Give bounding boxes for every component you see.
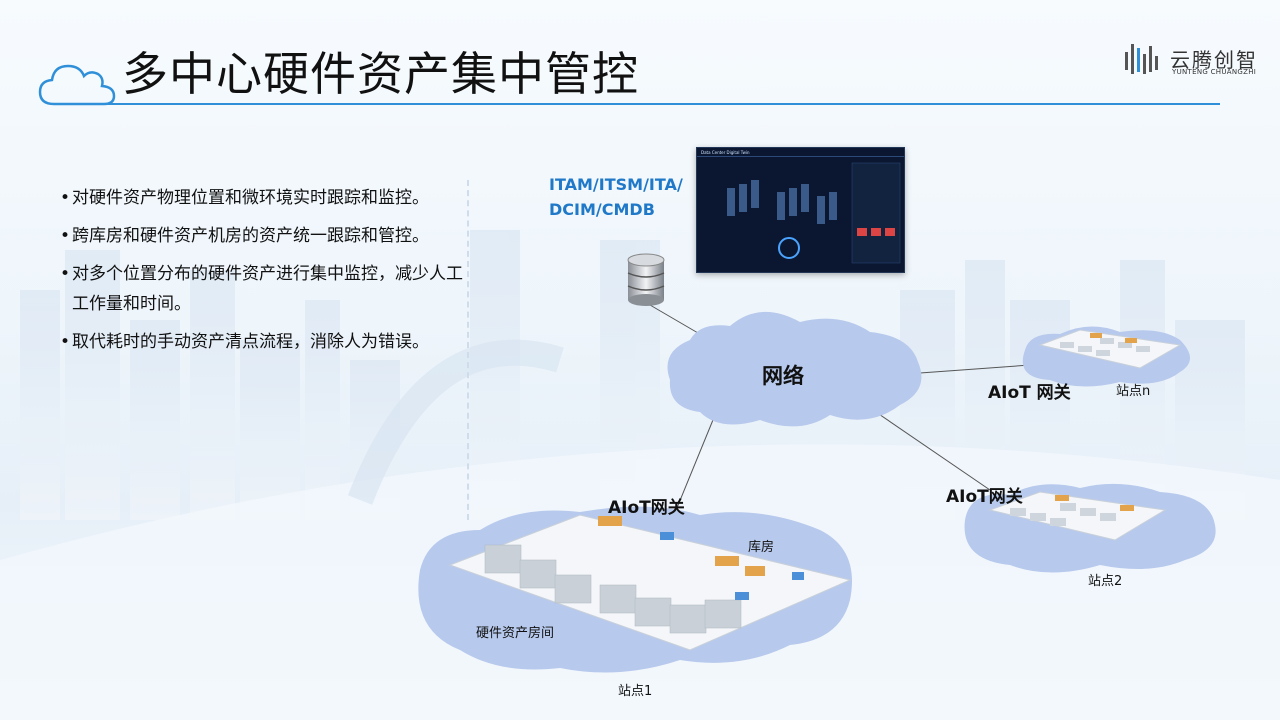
dashboard-title: Data Center Digital Twin: [701, 150, 750, 155]
list-item: •取代耗时的手动资产清点流程，消除人为错误。: [60, 332, 429, 352]
list-item: •对硬件资产物理位置和微环境实时跟踪和监控。: [60, 188, 429, 208]
bars-logo-icon: [1125, 44, 1158, 74]
bullet-list: •对硬件资产物理位置和微环境实时跟踪和监控。 •跨库房和硬件资产机房的资产统一跟…: [60, 183, 480, 365]
warehouse-label: 库房: [748, 540, 775, 555]
system-label: ITAM/ITSM/ITA/DCIM/CMDB: [549, 175, 683, 219]
site-n-label: 站点n: [1116, 384, 1151, 399]
cloud-icon: [38, 64, 116, 106]
page-title: 多中心硬件资产集中管控: [122, 47, 639, 101]
gateway-label-site-n: AIoT 网关: [988, 383, 1071, 403]
logo-name: 云腾创智: [1170, 48, 1258, 72]
title-divider: [70, 103, 1220, 105]
site-2-label: 站点2: [1088, 574, 1123, 589]
site-1-label: 站点1: [618, 684, 653, 699]
list-item: •对多个位置分布的硬件资产进行集中监控，减少人工工作量和时间。: [60, 264, 463, 314]
network-label: 网络: [762, 364, 804, 388]
database-icon: [627, 253, 665, 306]
list-item: •跨库房和硬件资产机房的资产统一跟踪和管控。: [60, 226, 429, 246]
dashboard-screenshot: Data Center Digital Twin: [696, 147, 905, 273]
dashed-divider: [467, 180, 469, 520]
gateway-label-site-2: AIoT网关: [946, 487, 1023, 507]
logo-subtitle: YUNTENG CHUANGZHI: [1172, 68, 1257, 76]
gateway-label-site-1: AIoT网关: [608, 498, 685, 518]
asset-room-label: 硬件资产房间: [476, 626, 555, 641]
